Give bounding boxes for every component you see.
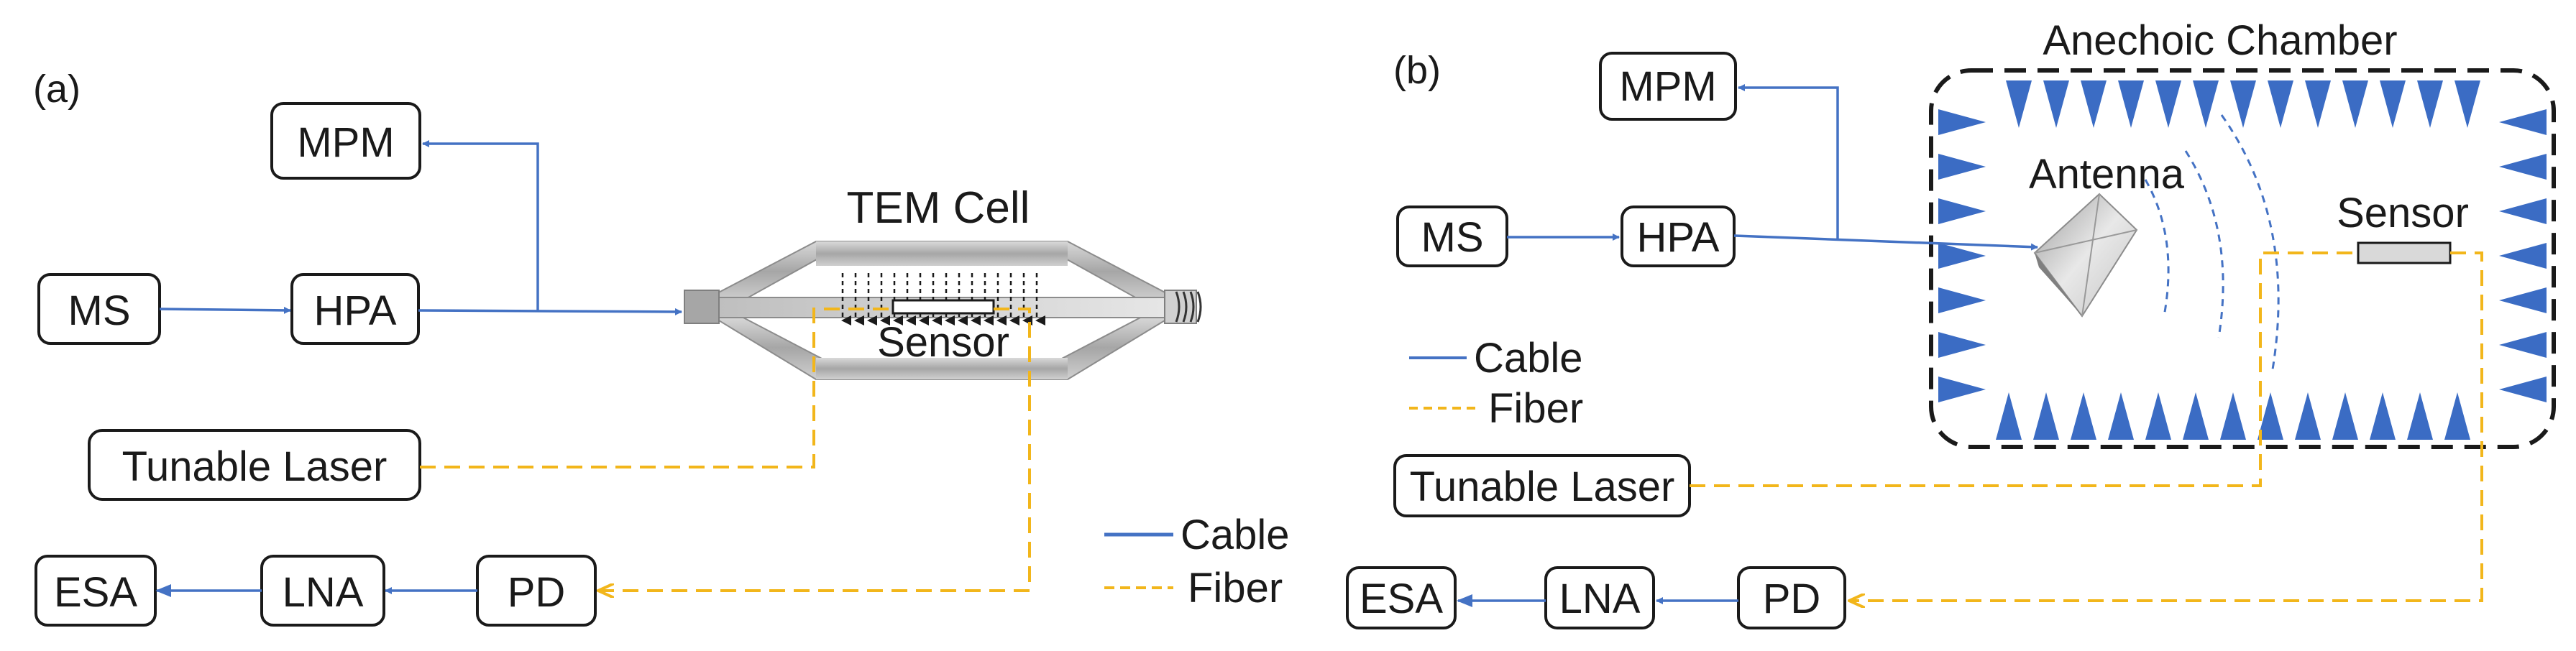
cables-b: [1457, 84, 2038, 607]
mpm-box-a: MPM: [270, 102, 421, 180]
ms-box-b: MS: [1396, 206, 1508, 267]
legend-a: Cable Fiber: [1104, 512, 1290, 611]
hpa-box-b: HPA: [1621, 206, 1736, 267]
sensor-label-b: Sensor: [2337, 190, 2469, 236]
tunable-laser-label-b: Tunable Laser: [1410, 463, 1675, 510]
mpm-box-b: MPM: [1599, 52, 1737, 121]
chamber-label: Anechoic Chamber: [2043, 17, 2397, 64]
pd-box-b: PD: [1737, 566, 1846, 629]
absorbers-right: [2499, 109, 2547, 402]
tem-cell: TEM Cell: [684, 183, 1202, 380]
pd-label-a: PD: [508, 569, 566, 616]
sensor-chip-b: [2357, 241, 2452, 264]
esa-label-a: ESA: [54, 569, 137, 616]
pd-box-a: PD: [476, 555, 597, 627]
hpa-label-a: HPA: [314, 287, 397, 334]
pd-label-b: PD: [1763, 576, 1821, 622]
panel-b-label: (b): [1393, 49, 1441, 92]
panel-b: (b) MPM MS HPA Tunable Laser ESA LNA P: [1346, 17, 2556, 629]
lna-box-a: LNA: [260, 555, 385, 627]
lna-box-b: LNA: [1544, 566, 1655, 629]
ms-box-a: MS: [37, 273, 161, 345]
lna-label-b: LNA: [1559, 576, 1641, 622]
absorbers-top: [2006, 80, 2480, 128]
absorbers-left: [1938, 109, 1986, 402]
tunable-laser-label-a: Tunable Laser: [122, 443, 388, 490]
mpm-label-b: MPM: [1619, 63, 1716, 110]
ms-label-b: MS: [1421, 214, 1484, 261]
fibers-a: [420, 308, 1031, 591]
hpa-label-b: HPA: [1637, 214, 1720, 261]
sensor-label-a: Sensor: [877, 319, 1009, 366]
wavefronts: [2144, 114, 2280, 374]
esa-box-a: ESA: [35, 555, 157, 627]
anechoic-chamber: Anechoic Chamber: [1929, 17, 2556, 449]
legend-fiber-label-b: Fiber: [1488, 385, 1583, 432]
antenna-label: Antenna: [2029, 151, 2185, 198]
esa-label-b: ESA: [1360, 576, 1443, 622]
panel-a-label: (a): [33, 68, 81, 111]
hpa-box-a: HPA: [290, 273, 420, 345]
mpm-label-a: MPM: [297, 119, 394, 166]
lna-label-a: LNA: [283, 569, 364, 616]
panel-a: (a) MPM MS HPA Tunable Laser ESA LNA P: [33, 68, 1290, 627]
tunable-laser-box-a: Tunable Laser: [88, 429, 421, 501]
ms-label-a: MS: [68, 287, 131, 334]
horn-antenna: [2033, 193, 2138, 318]
tunable-laser-box-b: Tunable Laser: [1393, 454, 1691, 517]
absorbers-bottom: [1996, 392, 2470, 440]
legend-cable-label-a: Cable: [1181, 512, 1290, 558]
field-arrows: [841, 273, 1045, 326]
sensor-chip-a: [891, 299, 995, 315]
legend-b: Cable Fiber: [1409, 335, 1583, 432]
esa-box-b: ESA: [1346, 566, 1457, 629]
cables-a: [155, 140, 682, 597]
legend-cable-label-b: Cable: [1474, 335, 1583, 382]
fibers-b: [1690, 251, 2483, 601]
tem-cell-label: TEM Cell: [847, 183, 1030, 233]
legend-fiber-label-a: Fiber: [1188, 565, 1283, 611]
